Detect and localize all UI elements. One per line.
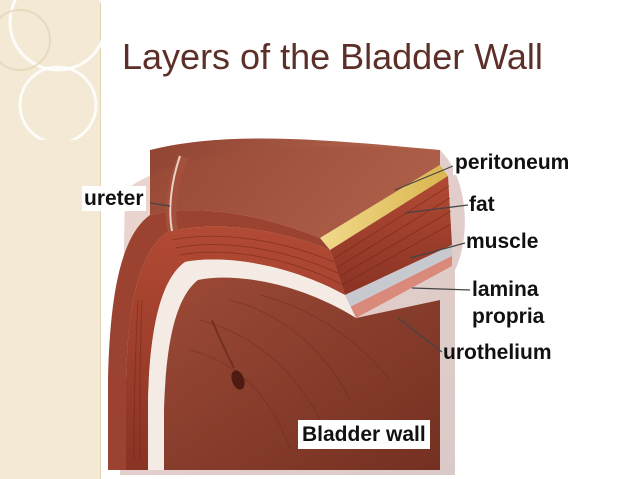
label-lamina-propria: lamina propria — [472, 278, 545, 329]
peritoneum-leader-line — [394, 165, 454, 191]
label-bladder-wall: Bladder wall — [298, 420, 430, 450]
label-ureter: ureter — [82, 186, 146, 212]
ureteric-orifice — [231, 370, 245, 390]
ureter-leader-line — [149, 202, 171, 207]
muscle-leader-line — [409, 242, 466, 259]
label-peritoneum: peritoneum — [453, 150, 572, 176]
label-muscle: muscle — [466, 230, 539, 253]
side-decoration-band — [0, 0, 100, 479]
muscle-layer — [330, 176, 452, 295]
urothelium-layer — [350, 256, 452, 318]
label-urothelium: urothelium — [443, 341, 552, 364]
decorative-circles — [0, 0, 108, 140]
slide-title: Layers of the Bladder Wall — [122, 36, 543, 77]
wall-arc-outer — [108, 210, 330, 470]
urothelium-leader-line — [397, 317, 443, 353]
lamina-propria-leader-line — [411, 287, 471, 291]
fat-leader-line — [404, 204, 469, 214]
label-fat: fat — [469, 193, 495, 216]
side-divider — [100, 0, 101, 479]
fat-layer — [320, 165, 448, 250]
lamina-propria-layer — [345, 245, 452, 307]
